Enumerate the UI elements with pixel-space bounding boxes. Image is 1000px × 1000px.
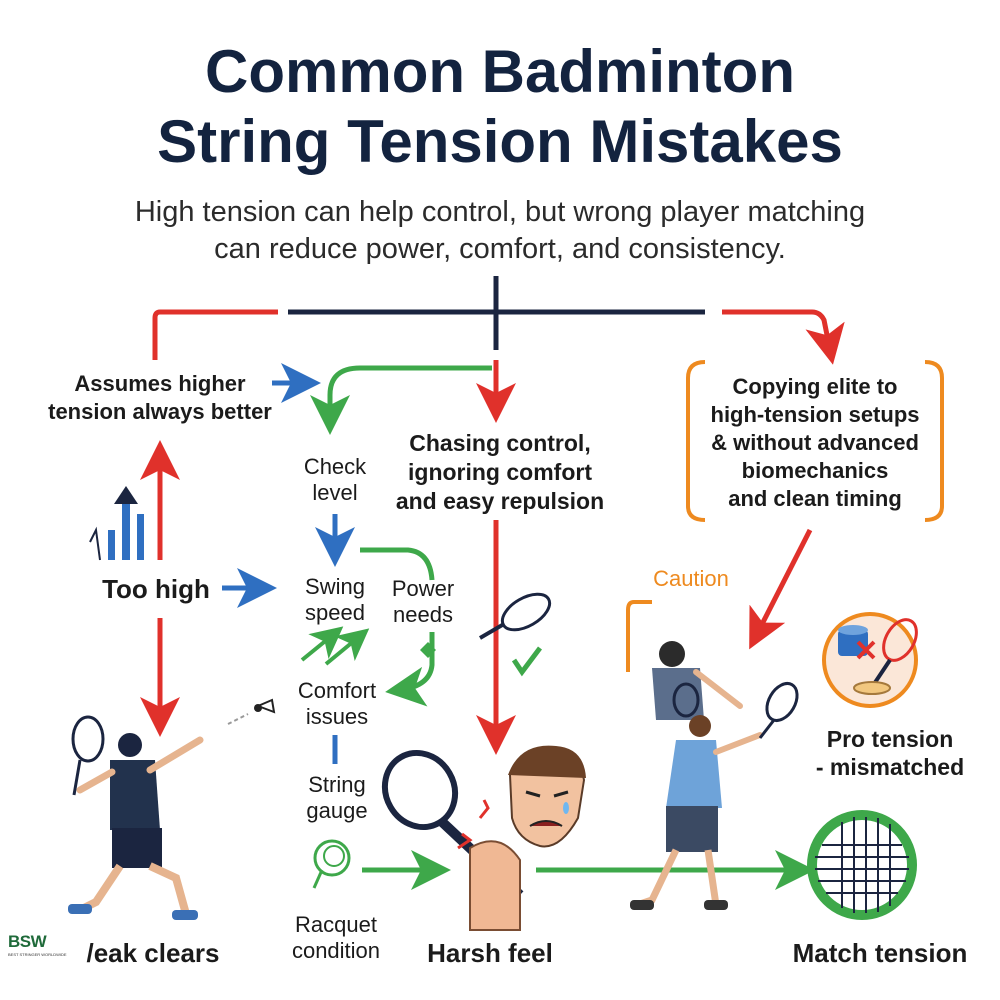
node-racquet-condition-line-2: condition <box>291 938 381 963</box>
subtitle-line-2: can reduce power, comfort, and consisten… <box>214 233 786 265</box>
node-copying-line-3: & without advanced <box>711 430 919 455</box>
subtitle-line-1: High tension can help control, but wrong… <box>134 196 866 228</box>
top-split-connector <box>288 276 705 350</box>
red-arrow-to-caution-player <box>749 528 813 650</box>
page-title-line-1: Common Badminton <box>205 38 795 105</box>
page-title-line-2: String Tension Mistakes <box>157 108 843 175</box>
copying-bracket <box>686 360 944 522</box>
player-smashing-icon <box>68 715 204 920</box>
node-chasing-line-3: and easy repulsion <box>395 488 605 514</box>
player-swinging-icon <box>630 641 799 910</box>
logo-text: BSW <box>8 932 47 951</box>
node-swing-speed-line-1: Swing <box>305 574 365 599</box>
node-power-needs-line-1: Power <box>391 576 455 601</box>
node-weak-clears: /eak clears <box>86 938 220 968</box>
red-left-branch <box>152 309 278 360</box>
node-chasing-line-2: ignoring comfort <box>408 459 592 485</box>
node-power-needs-line-2: needs <box>393 602 453 627</box>
node-comfort-issues-line-2: issues <box>305 704 369 729</box>
node-racquet-condition-line-1: Racquet <box>295 912 377 937</box>
node-caution: Caution <box>653 566 729 591</box>
green-arrow-power-to-comfort <box>385 632 435 707</box>
node-swing-speed-line-2: speed <box>305 600 365 625</box>
strung-racket-head-icon <box>807 810 917 920</box>
red-right-branch-arrow <box>722 309 845 365</box>
green-diagonal-arrow-1 <box>300 626 344 662</box>
racquet-condition-icon <box>312 839 351 889</box>
node-check-level-line-2: level <box>312 480 358 505</box>
node-pro-tension-line-2: - mismatched <box>815 754 965 780</box>
checkmark-icon <box>511 646 542 677</box>
node-copying-line-4: biomechanics <box>741 458 889 483</box>
node-comfort-issues-line-1: Comfort <box>297 678 377 703</box>
node-harsh-feel: Harsh feel <box>427 938 553 968</box>
logo-tagline: BEST STRINGER WORLDWIDE <box>8 952 67 957</box>
node-copying-line-5: and clean timing <box>728 486 902 511</box>
node-match-tension: Match tension <box>792 938 968 968</box>
node-too-high: Too high <box>102 574 210 604</box>
node-assumes-higher-line-2: tension always better <box>48 399 272 424</box>
node-copying-line-1: Copying elite to <box>732 374 898 399</box>
node-assumes-higher-line-1: Assumes higher <box>74 371 246 396</box>
string-reel-icon <box>822 612 918 708</box>
node-chasing-line-1: Chasing control, <box>409 430 591 456</box>
signal-bars-icon <box>89 486 144 561</box>
brand-logo: BSW BEST STRINGER WORLDWIDE <box>8 932 70 972</box>
harsh-feel-racket-icon <box>381 749 524 931</box>
racket-with-check-icon <box>478 592 552 677</box>
shuttlecock-icon <box>227 698 276 725</box>
crying-face-icon <box>508 745 586 848</box>
node-check-level-line-1: Check <box>303 454 367 479</box>
node-string-gauge-line-1: String <box>308 772 366 797</box>
green-arrow-to-check-level <box>310 365 492 435</box>
green-diamond-icon <box>420 642 436 658</box>
green-link-swing-to-power <box>360 547 435 581</box>
node-copying-line-2: high-tension setups <box>710 402 920 427</box>
node-pro-tension-line-1: Pro tension <box>826 726 954 752</box>
green-diagonal-arrow-2 <box>324 628 370 666</box>
caution-bracket <box>626 600 652 672</box>
node-string-gauge-line-2: gauge <box>306 798 368 823</box>
